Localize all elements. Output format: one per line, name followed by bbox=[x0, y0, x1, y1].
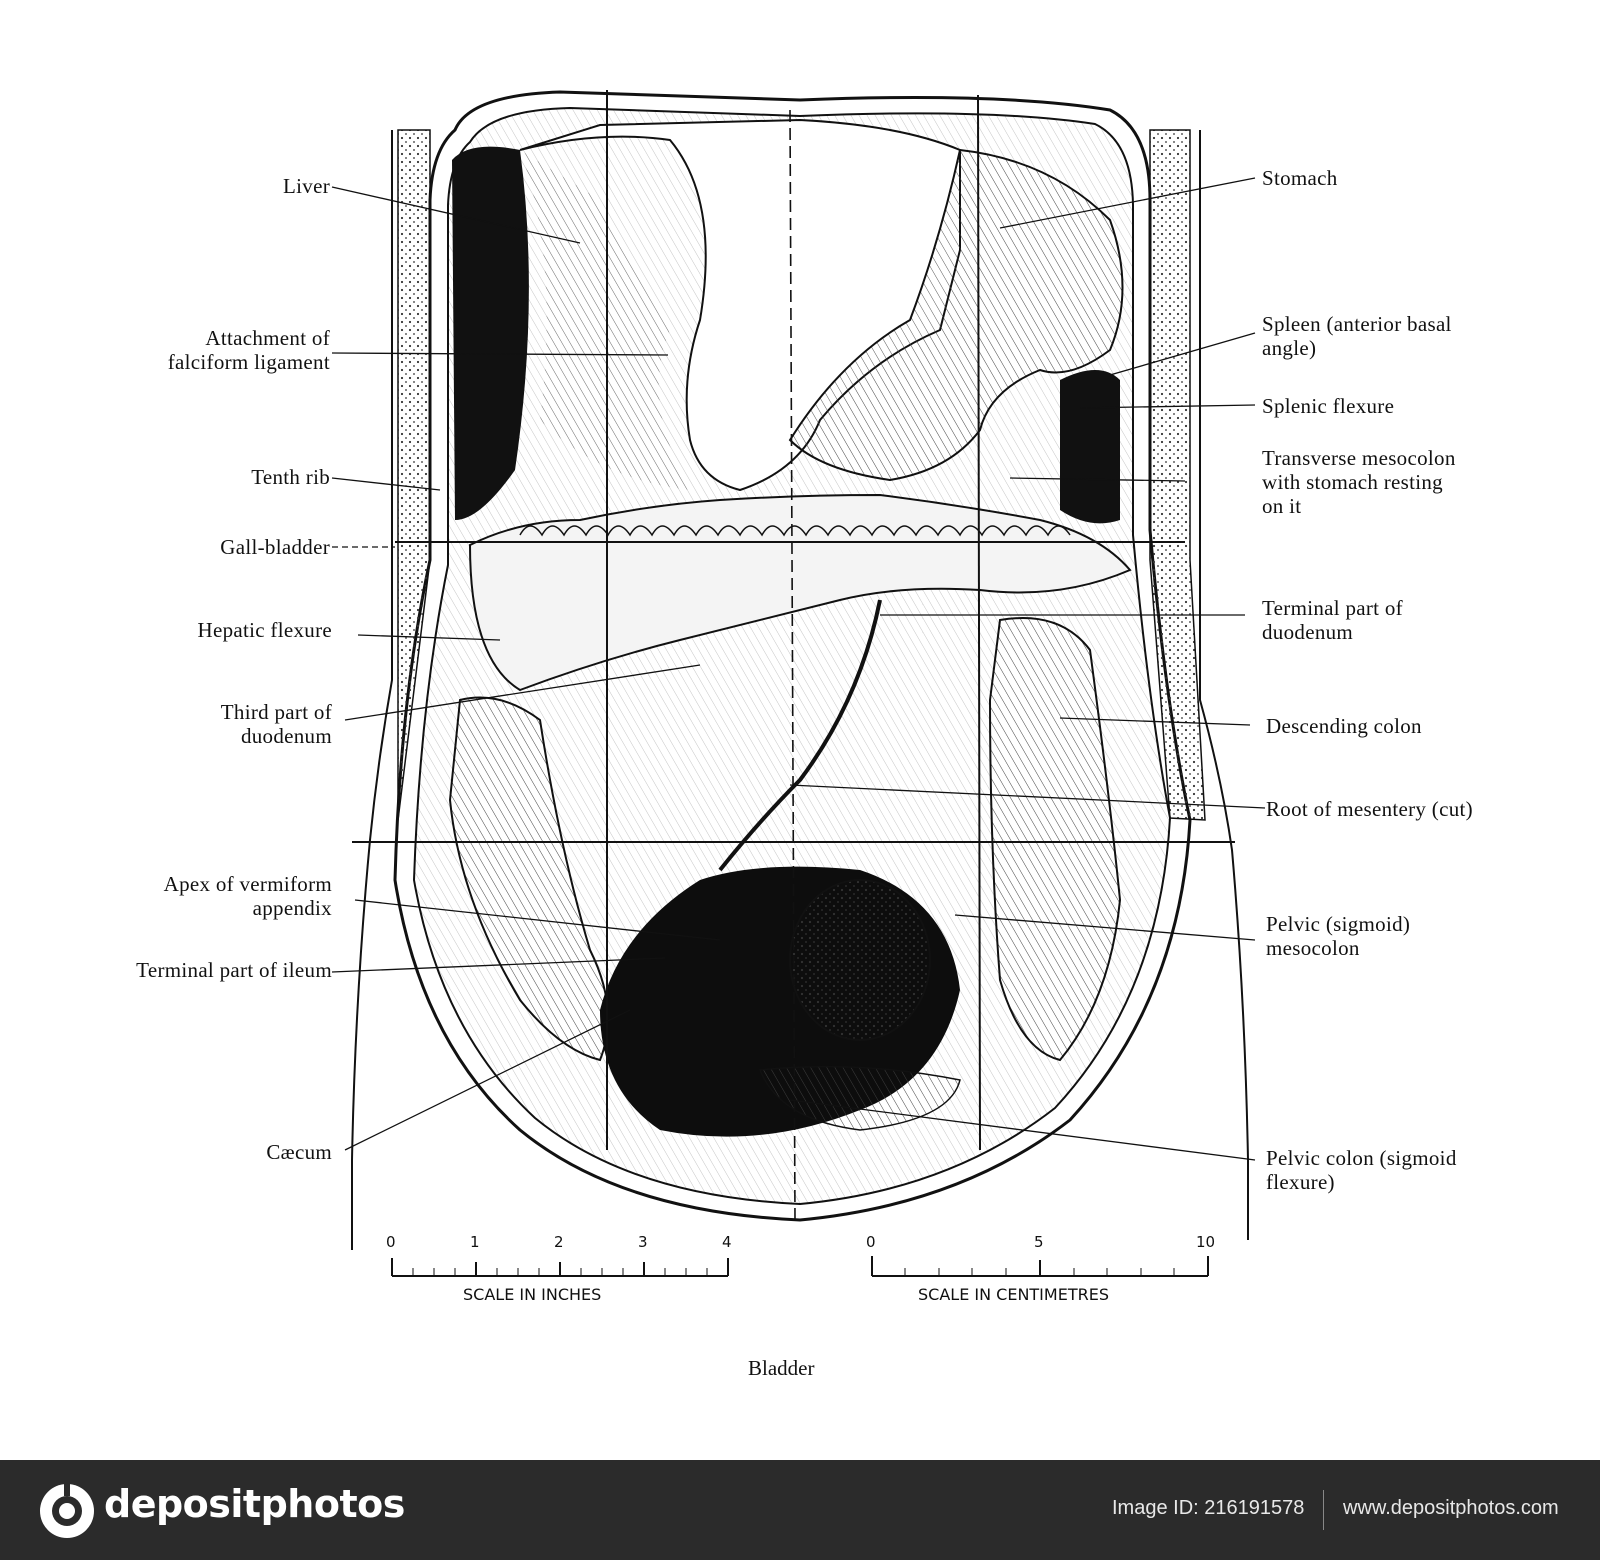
colon-haustra bbox=[519, 525, 1071, 537]
mesentery-root bbox=[718, 599, 882, 872]
label-liver: Liver bbox=[283, 174, 330, 198]
scale-cm-title: SCALE IN CENTIMETRES bbox=[918, 1285, 1109, 1304]
scale-inch-tick-3: 3 bbox=[638, 1233, 648, 1251]
depositphotos-logo-icon bbox=[40, 1482, 94, 1538]
anatomy-figure: Liver Attachment of falciform ligament T… bbox=[136, 90, 1473, 1380]
label-splenic-flexure: Splenic flexure bbox=[1262, 394, 1395, 418]
label-descending-colon: Descending colon bbox=[1266, 714, 1422, 738]
label-bladder: Bladder bbox=[748, 1356, 815, 1380]
body-outline bbox=[351, 130, 1249, 1250]
descending-colon-shape bbox=[988, 617, 1122, 1062]
image-id: Image ID: 216191578 bbox=[1112, 1497, 1305, 1519]
right-wall-column bbox=[1149, 129, 1206, 821]
label-tenth-rib: Tenth rib bbox=[251, 465, 330, 489]
label-third-part-duodenum: Third part of duodenum bbox=[220, 700, 332, 748]
scale-inches-title: SCALE IN INCHES bbox=[463, 1285, 602, 1304]
label-spleen: Spleen (anterior basal angle) bbox=[1262, 312, 1452, 360]
sigmoid-loop bbox=[789, 879, 931, 1041]
label-gall-bladder: Gall-bladder bbox=[220, 535, 330, 559]
abdomen-illustration bbox=[331, 90, 1266, 1277]
grid-v-mid-dashed bbox=[789, 109, 796, 1221]
label-terminal-ileum: Terminal part of ileum bbox=[136, 958, 332, 982]
label-caecum: Cæcum bbox=[266, 1140, 332, 1164]
scale-inch-tick-4: 4 bbox=[722, 1233, 732, 1251]
scale-inches-bar bbox=[391, 1258, 729, 1277]
label-pelvic-colon: Pelvic colon (sigmoid flexure) bbox=[1266, 1146, 1457, 1194]
leader-lines-left bbox=[331, 186, 721, 1151]
right-cavity-shadow bbox=[1060, 370, 1120, 524]
grid-v-right bbox=[977, 94, 981, 1151]
label-terminal-duodenum: Terminal part of duodenum bbox=[1262, 596, 1403, 644]
scale-cm-tick-0: 0 bbox=[866, 1233, 876, 1251]
scale-cm-tick-10: 10 bbox=[1196, 1233, 1216, 1251]
scale-inch-tick-0: 0 bbox=[386, 1233, 396, 1251]
site-url[interactable]: www.depositphotos.com bbox=[1343, 1497, 1559, 1519]
brand-name: depositphotos bbox=[104, 1482, 405, 1526]
left-wall-column bbox=[397, 129, 431, 821]
label-vermiform-appendix: Apex of vermiform appendix bbox=[163, 872, 332, 920]
label-root-mesentery: Root of mesentery (cut) bbox=[1266, 797, 1473, 821]
label-stomach: Stomach bbox=[1262, 166, 1338, 190]
label-transverse-mesocolon: Transverse mesocolon with stomach restin… bbox=[1262, 446, 1456, 518]
label-pelvic-mesocolon: Pelvic (sigmoid) mesocolon bbox=[1266, 912, 1411, 960]
label-falciform-ligament: Attachment of falciform ligament bbox=[167, 326, 330, 374]
scale-cm-bar bbox=[871, 1256, 1209, 1277]
abdominal-wall-outer bbox=[393, 90, 1192, 1222]
pelvic-colon-loop bbox=[758, 1065, 961, 1131]
scale-inch-tick-2: 2 bbox=[554, 1233, 564, 1251]
liver-shading bbox=[520, 150, 690, 490]
transverse-colon bbox=[468, 493, 1132, 692]
footer-divider bbox=[1323, 1490, 1324, 1530]
left-cavity-shadow bbox=[452, 146, 529, 520]
stomach-shape bbox=[788, 148, 1124, 482]
scale-inch-tick-1: 1 bbox=[470, 1233, 480, 1251]
leader-lines-right bbox=[789, 177, 1266, 1161]
label-hepatic-flexure: Hepatic flexure bbox=[197, 618, 332, 642]
scale-cm-tick-5: 5 bbox=[1034, 1233, 1044, 1251]
watermark-footer: depositphotos Image ID: 216191578 www.de… bbox=[0, 1460, 1600, 1560]
